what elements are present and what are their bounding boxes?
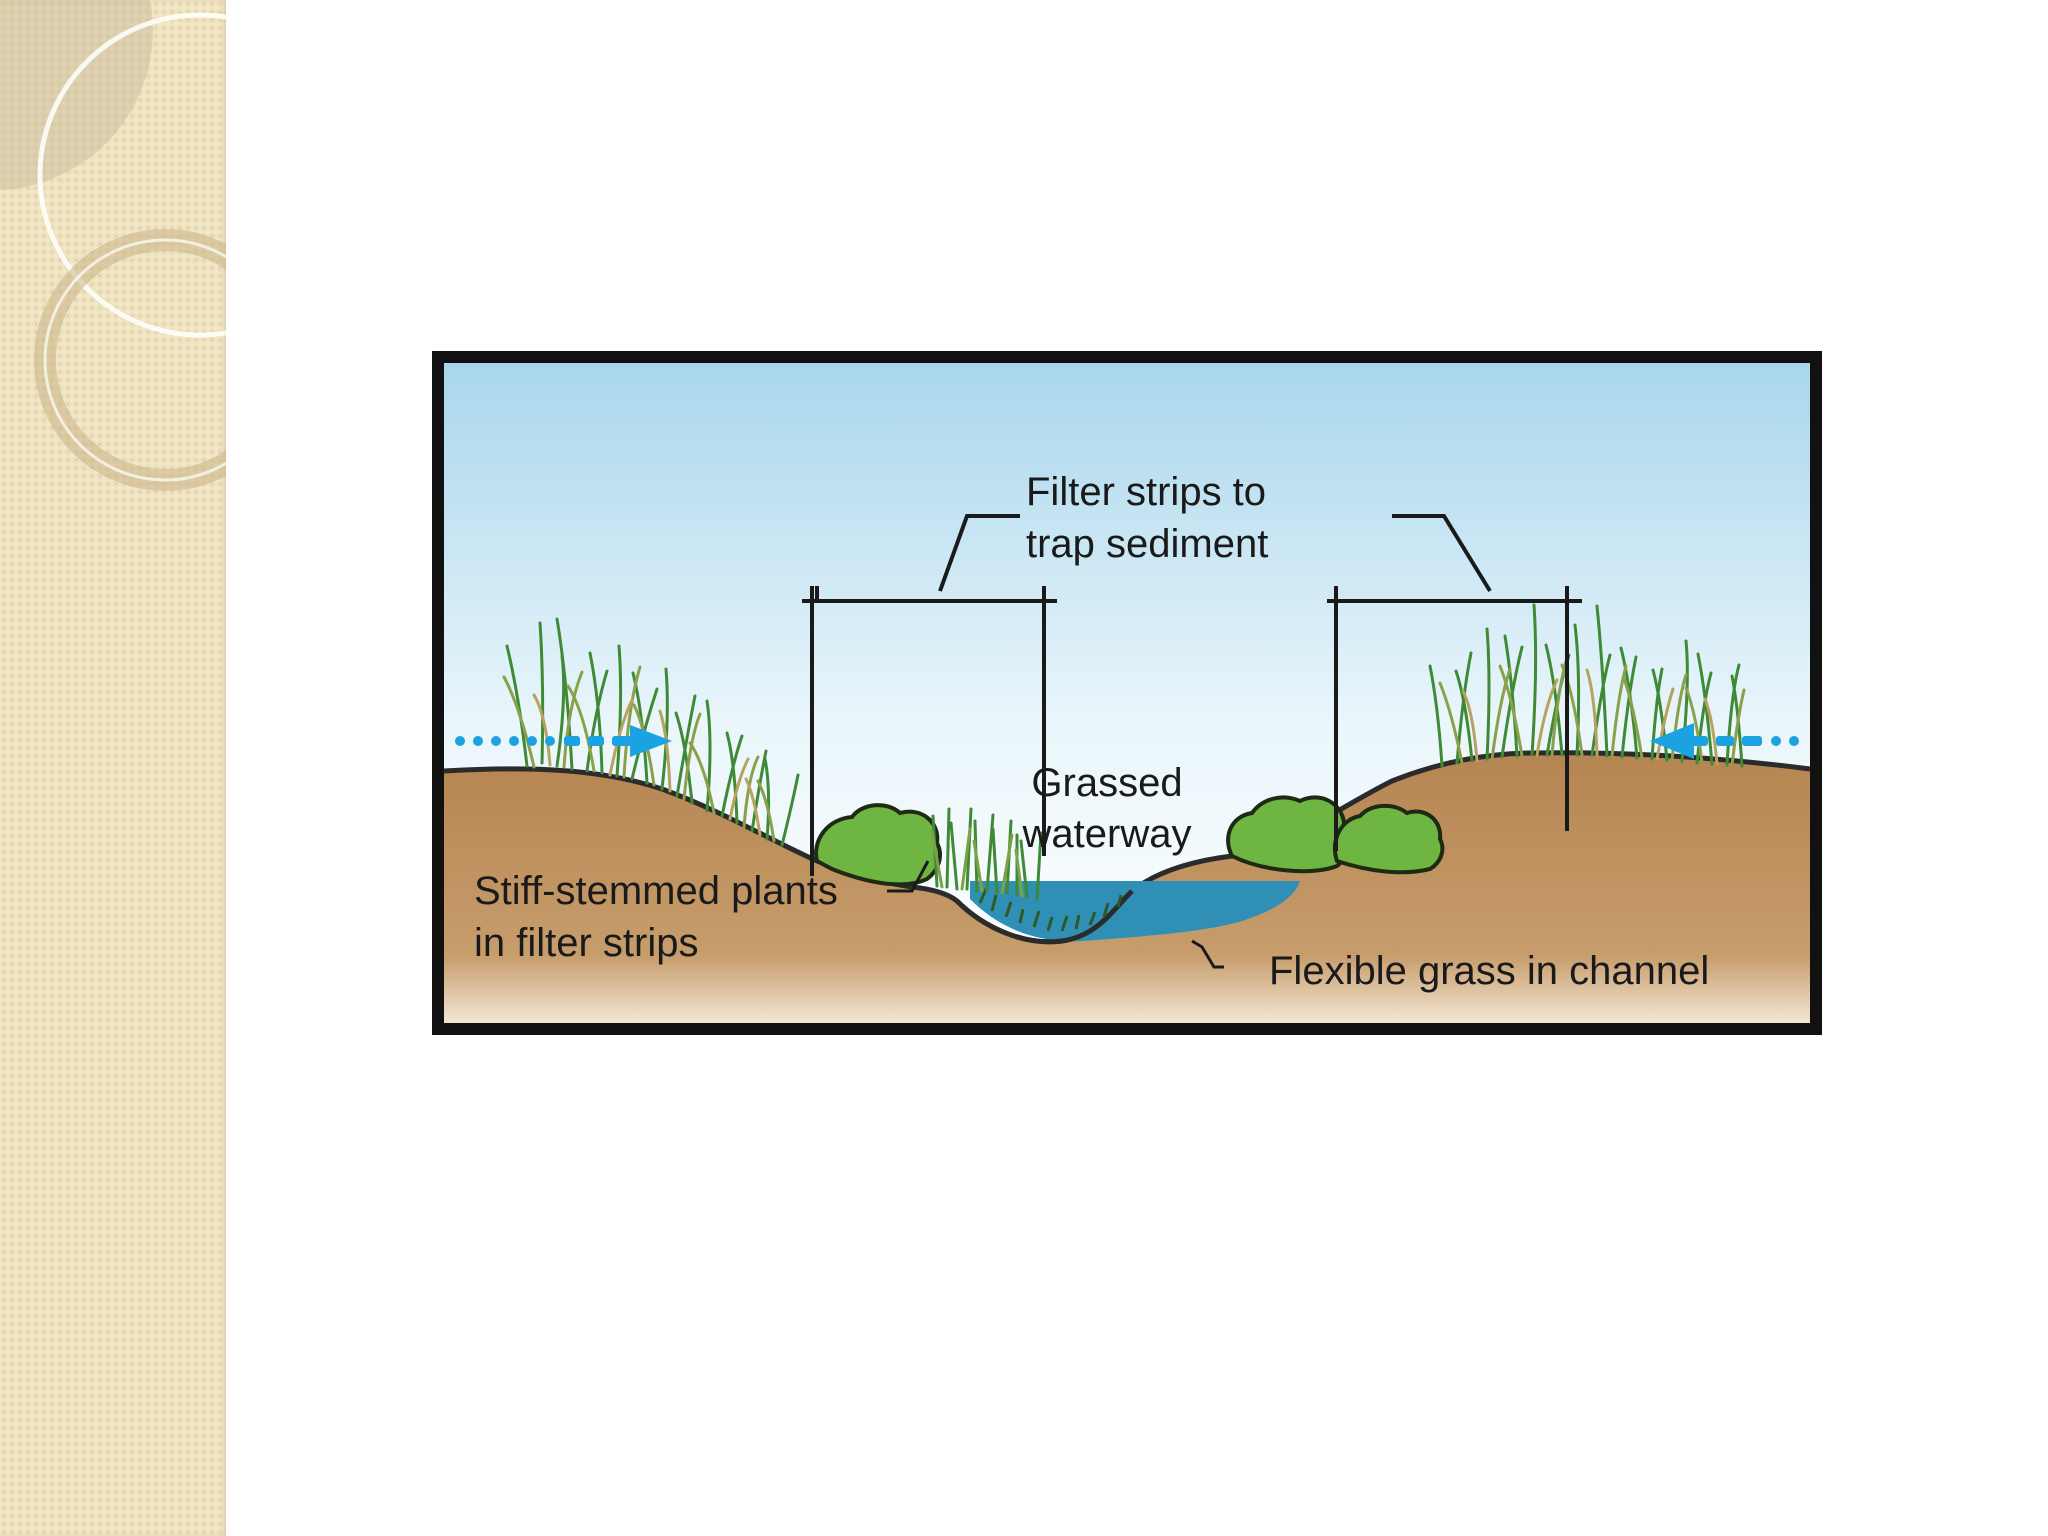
flexible-channel-grass (978, 888, 1123, 932)
flow-arrow-right-icon (1650, 723, 1799, 759)
right-tall-grass (1428, 603, 1746, 768)
soil-cross-section (444, 752, 1810, 1023)
filter-strips-label-line1: Filter strips to (1026, 470, 1266, 514)
decorative-side-panel (0, 0, 226, 1536)
stiff-stemmed-label-line2: in filter strips (474, 921, 699, 965)
filter-strip-brackets (802, 514, 1582, 876)
flexible-grass-label: Flexible grass in channel (1269, 949, 1709, 993)
label-leader-lines (887, 860, 1224, 969)
channel-water (970, 881, 1300, 942)
channel-bed (955, 889, 1134, 945)
flow-arrow-left-icon (455, 725, 672, 757)
filter-strips-label-line2: trap sediment (1026, 522, 1268, 566)
grassed-waterway-label-line1: Grassed (1031, 761, 1182, 805)
stiff-stemmed-label-line1: Stiff-stemmed plants (474, 869, 838, 913)
grassed-waterway-label-line2: waterway (1022, 812, 1192, 856)
stiff-stemmed-plants (930, 807, 1043, 901)
right-shrub-1 (1226, 795, 1351, 874)
decorative-rings (0, 0, 226, 491)
right-shrub-2 (1333, 803, 1445, 875)
grassed-waterway-diagram: Filter strips to trap sediment Grassed w… (432, 351, 1822, 1035)
